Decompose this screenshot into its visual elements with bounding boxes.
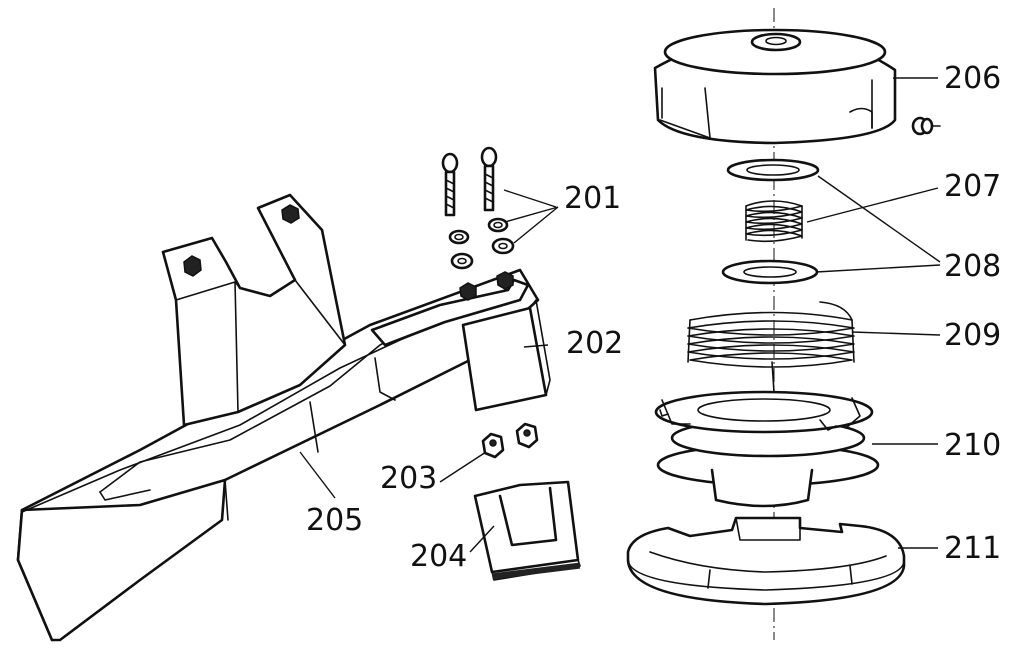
lower-washer-part-208	[721, 259, 819, 285]
callout-208: 208	[944, 249, 1001, 284]
callout-207: 207	[944, 169, 1001, 204]
callout-202: 202	[566, 326, 623, 361]
line-coil-part-209	[687, 301, 855, 393]
callout-209: 209	[944, 318, 1001, 353]
clip-part-204	[473, 480, 581, 581]
callout-203: 203	[380, 461, 437, 496]
spool-part-210	[654, 390, 880, 508]
callout-210: 210	[944, 428, 1001, 463]
base-ring-part-211	[626, 516, 906, 606]
callout-204: 204	[410, 539, 467, 574]
bolt-set-part-201	[441, 146, 515, 270]
spring-part-207	[745, 200, 803, 243]
callout-205: 205	[306, 503, 363, 538]
callout-206: 206	[944, 61, 1001, 96]
top-cover-part-206	[653, 28, 941, 145]
cover-plate-part-202	[461, 299, 551, 412]
nut-set-part-203	[481, 422, 539, 459]
upper-washer-part-208	[726, 158, 820, 182]
callout-labels: 201 202 203 204 205 206 207 208 209 210 …	[306, 61, 1001, 574]
callout-201: 201	[564, 181, 621, 216]
callout-211: 211	[944, 531, 1001, 566]
grass-guard-part-205	[16, 193, 540, 642]
leader-lines	[299, 77, 941, 553]
